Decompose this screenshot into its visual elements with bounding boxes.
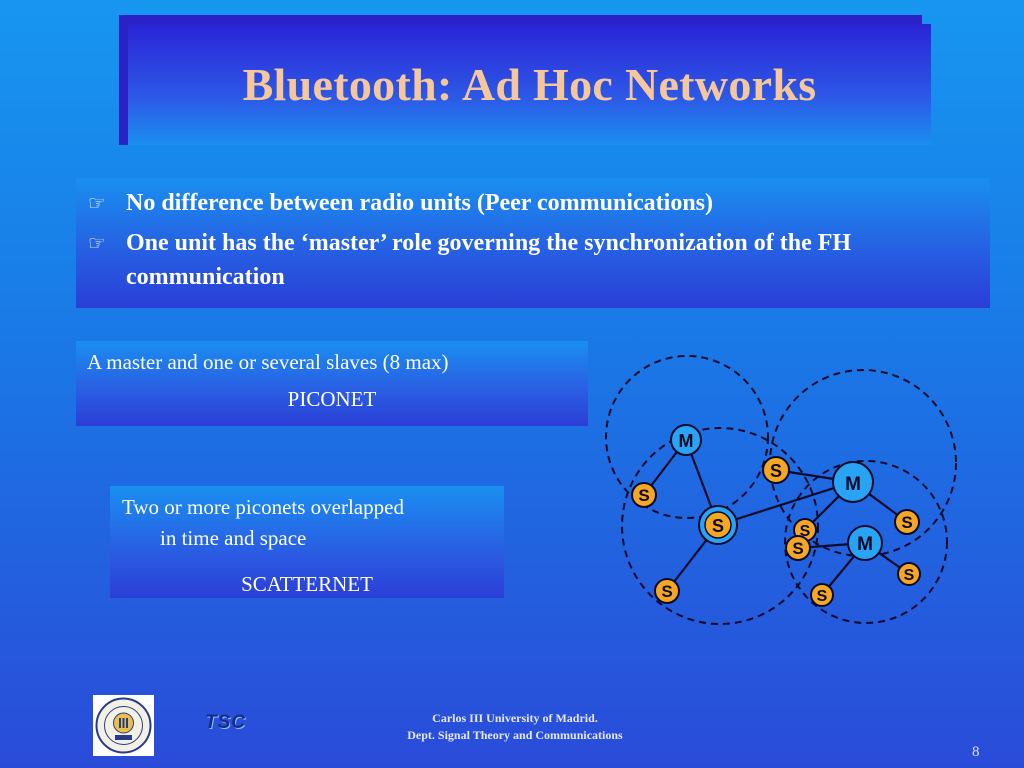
slave-node: S xyxy=(897,562,921,586)
slave-node: S xyxy=(785,535,811,561)
pointing-hand-icon: ☞ xyxy=(88,191,106,215)
bullet-text: No difference between radio units (Peer … xyxy=(126,190,714,216)
scatternet-box: Two or more piconets overlapped in time … xyxy=(110,486,504,598)
slave-label: S xyxy=(817,588,828,605)
master-node: M xyxy=(847,525,883,561)
slave-label: S xyxy=(792,539,803,558)
master-label: M xyxy=(845,474,861,495)
page-number: 8 xyxy=(972,744,980,760)
slave-node: S xyxy=(810,583,834,607)
bridge-slave-node: S xyxy=(698,505,738,545)
master-node: M xyxy=(670,424,702,456)
tsc-logo: TSC xyxy=(205,712,246,733)
coverage-circle xyxy=(621,427,819,625)
slave-node: S xyxy=(762,456,790,484)
slave-label: S xyxy=(661,582,672,601)
scatternet-label: SCATTERNET xyxy=(241,572,373,596)
slide-title: Bluetooth: Ad Hoc Networks xyxy=(242,59,817,110)
slave-label: S xyxy=(800,523,811,540)
coverage-circle xyxy=(784,460,948,624)
university-logo xyxy=(93,695,154,756)
slave-label: S xyxy=(638,486,649,505)
master-label: M xyxy=(679,431,694,451)
slave-label: S xyxy=(712,516,724,536)
footer-department: Dept. Signal Theory and Communications xyxy=(407,728,623,742)
piconet-box: A master and one or several slaves (8 ma… xyxy=(76,341,588,426)
scatternet-description-line1: Two or more piconets overlapped xyxy=(122,495,404,519)
slave-node: S xyxy=(654,578,680,604)
footer-university: Carlos III University of Madrid. xyxy=(432,711,598,725)
slave-label: S xyxy=(904,567,915,584)
slave-node: S xyxy=(894,509,920,535)
piconet-description: A master and one or several slaves (8 ma… xyxy=(87,350,449,374)
pointing-hand-icon: ☞ xyxy=(88,231,106,255)
slave-label: S xyxy=(770,461,782,481)
master-node: M xyxy=(832,461,874,503)
scatternet-diagram: M M M S S S S S S S S S xyxy=(605,355,957,625)
scatternet-description-line2: in time and space xyxy=(160,526,307,550)
link xyxy=(717,480,854,527)
university-seal-icon xyxy=(95,697,152,754)
slave-label: S xyxy=(901,513,912,532)
slave-node: S xyxy=(631,482,657,508)
bullet-panel: ☞ No difference between radio units (Pee… xyxy=(76,178,990,308)
coverage-circle xyxy=(605,355,769,519)
bullet-text: One unit has the ‘master’ role governing… xyxy=(126,230,852,290)
master-label: M xyxy=(857,534,873,555)
piconet-label: PICONET xyxy=(287,387,377,411)
title-banner: Bluetooth: Ad Hoc Networks xyxy=(128,24,931,145)
